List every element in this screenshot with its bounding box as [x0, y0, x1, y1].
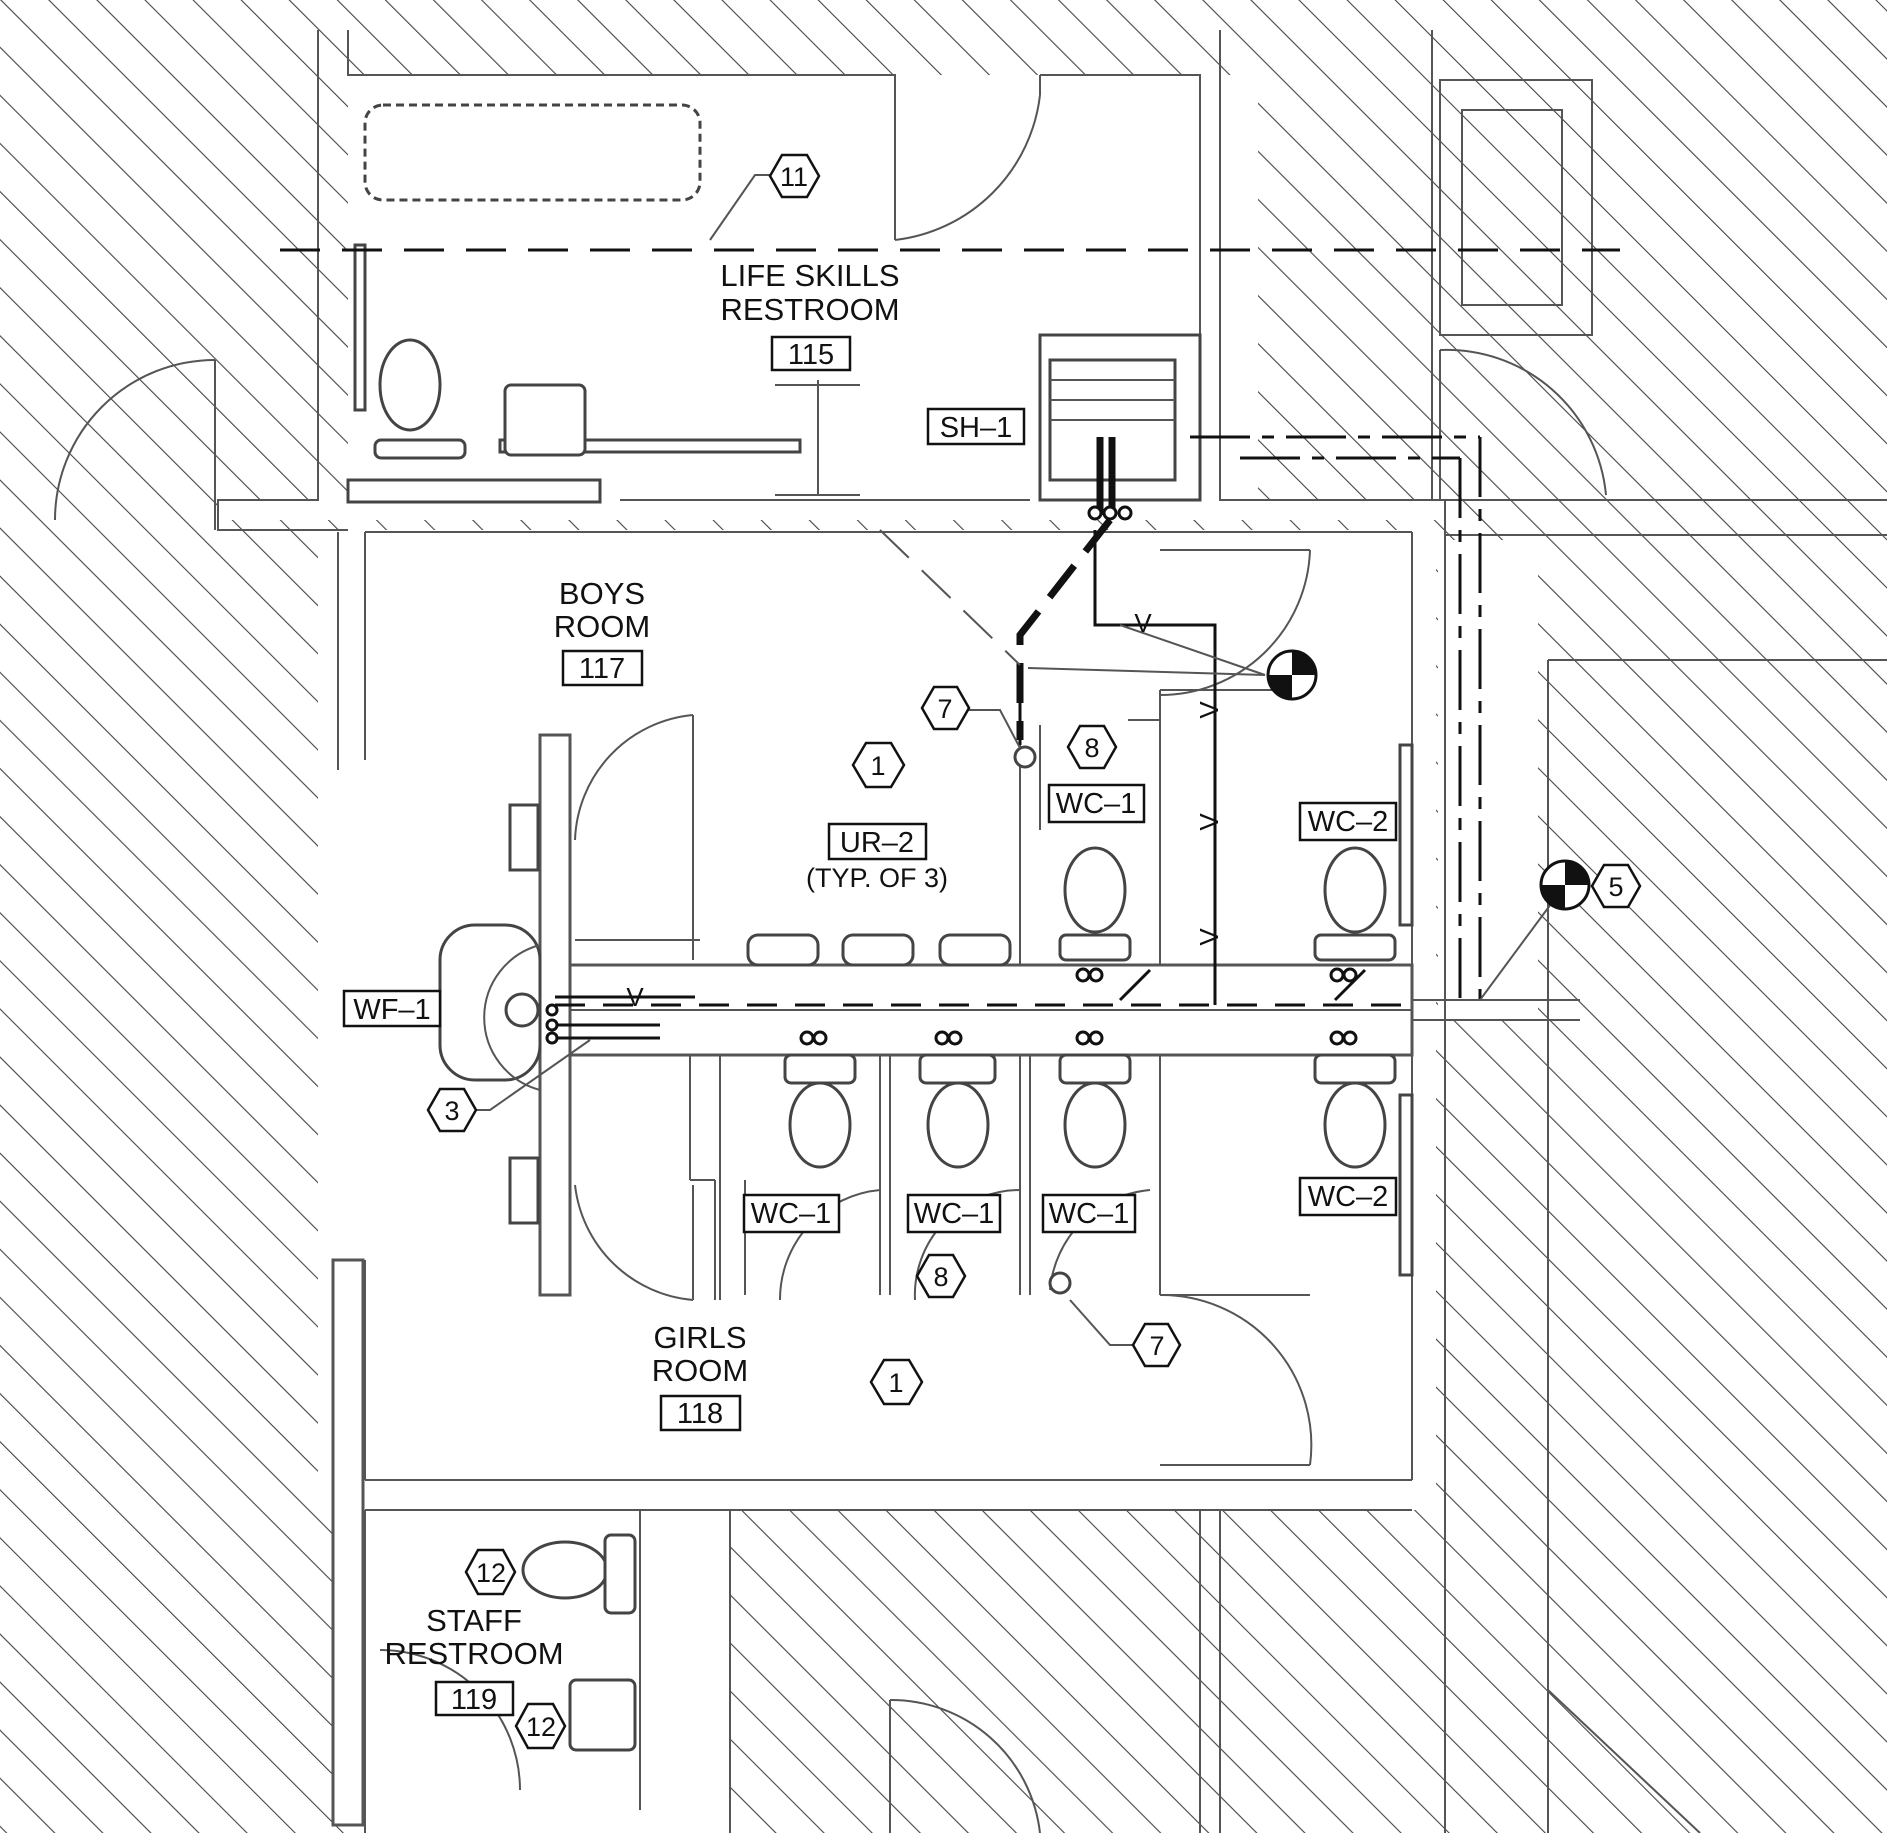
room-labels: LIFE SKILLS RESTROOM 115 BOYS ROOM 117 G…: [384, 258, 900, 1717]
water-closet-tank: [603, 1533, 637, 1615]
lavatory: [568, 1678, 637, 1752]
bench: [363, 103, 702, 202]
lavatory: [503, 383, 587, 457]
keynote-8: 8: [915, 1253, 967, 1299]
water-closet-tank: [1058, 933, 1132, 962]
keynote-markers: 11 7 8 1 5 3 8 7: [426, 153, 1642, 1750]
vent-labels: V V V V V: [626, 608, 1224, 1012]
keynote-7: 7: [1131, 1322, 1182, 1368]
svg-text:7: 7: [1149, 1331, 1164, 1361]
keynote-1: 1: [869, 1358, 924, 1406]
vent-label: V: [626, 982, 644, 1012]
fixture-tag: WF–1: [353, 994, 430, 1026]
section-marker-icon: [1539, 859, 1591, 911]
room-number: 118: [677, 1398, 723, 1430]
keynote-7: 7: [920, 685, 971, 731]
room-name: BOYS: [559, 576, 645, 611]
water-closet: [788, 1081, 852, 1169]
svg-text:7: 7: [937, 694, 952, 724]
svg-text:12: 12: [476, 1558, 506, 1588]
fixture-tag-note: (TYP. OF 3): [806, 863, 948, 893]
fixture-tag: WC–2: [1308, 806, 1389, 838]
room-name: RESTROOM: [720, 292, 899, 327]
keynote-1: 1: [851, 741, 906, 789]
accessory: [508, 803, 540, 872]
fixture-tag: SH–1: [940, 412, 1013, 444]
keynote-3: 3: [426, 1087, 478, 1133]
water-closet-tank: [783, 1053, 857, 1085]
plumbing-markers: [1266, 649, 1591, 911]
water-closet-tank: [1313, 933, 1397, 962]
grab-bar: [1398, 1093, 1414, 1277]
urinal: [938, 933, 1012, 967]
water-closet: [1063, 846, 1127, 934]
fixtures: [346, 103, 1414, 1752]
vent-label: V: [1194, 928, 1224, 946]
section-marker-icon: [1266, 649, 1318, 701]
urinal: [746, 933, 820, 967]
fixture-tag: WC–1: [1056, 788, 1137, 820]
plumbing-chase: [538, 733, 1414, 1297]
svg-text:1: 1: [870, 751, 885, 781]
svg-text:1: 1: [888, 1368, 903, 1398]
water-closet-tank: [918, 1053, 997, 1085]
room-number: 115: [788, 339, 834, 371]
room-name: RESTROOM: [384, 1636, 563, 1671]
svg-text:8: 8: [1084, 733, 1099, 763]
keynote-5: 5: [1590, 863, 1642, 909]
vent-label: V: [1194, 701, 1224, 719]
water-closet: [1323, 1081, 1387, 1169]
keynote-11: 11: [768, 153, 821, 199]
room-name: ROOM: [652, 1353, 748, 1388]
keynote-8: 8: [1066, 724, 1118, 770]
urinal: [841, 933, 915, 967]
water-closet-tank: [1313, 1053, 1397, 1085]
room-name: ROOM: [554, 609, 650, 644]
fixture-tag: WC–1: [751, 1198, 832, 1230]
grab-bar: [353, 243, 367, 412]
vent-label: V: [1194, 813, 1224, 831]
water-closet: [1323, 846, 1387, 934]
keynote-12: 12: [464, 1548, 517, 1596]
counter: [346, 478, 602, 504]
water-closet: [926, 1081, 990, 1169]
fixture-tag: WC–1: [1049, 1198, 1130, 1230]
svg-text:8: 8: [933, 1262, 948, 1292]
svg-text:11: 11: [780, 162, 808, 192]
svg-text:5: 5: [1608, 872, 1623, 902]
room-name: LIFE SKILLS: [720, 258, 899, 293]
accessory: [508, 1156, 540, 1225]
water-closet-tank: [373, 438, 467, 460]
fixture-tags: SH–1 WF–1 UR–2 (TYP. OF 3) WC–1 WC–2 WC–…: [342, 407, 1398, 1234]
fixture-tag: UR–2: [840, 827, 914, 859]
svg-text:12: 12: [526, 1712, 556, 1742]
water-closet: [1063, 1081, 1127, 1169]
grab-bar: [1398, 743, 1414, 927]
room-name: STAFF: [426, 1603, 522, 1638]
fixture-tag: WC–1: [914, 1198, 995, 1230]
water-closet: [378, 338, 442, 432]
room-number: 117: [579, 653, 625, 685]
water-closet: [521, 1540, 609, 1600]
fixture-tag: WC–2: [1308, 1181, 1389, 1213]
svg-text:3: 3: [444, 1096, 459, 1126]
room-number: 119: [451, 1684, 497, 1716]
water-closet-tank: [1058, 1053, 1132, 1085]
keynote-12: 12: [514, 1702, 567, 1750]
room-name: GIRLS: [653, 1320, 746, 1355]
plumbing-piping: [280, 248, 1620, 1295]
vent-label: V: [1134, 608, 1152, 638]
